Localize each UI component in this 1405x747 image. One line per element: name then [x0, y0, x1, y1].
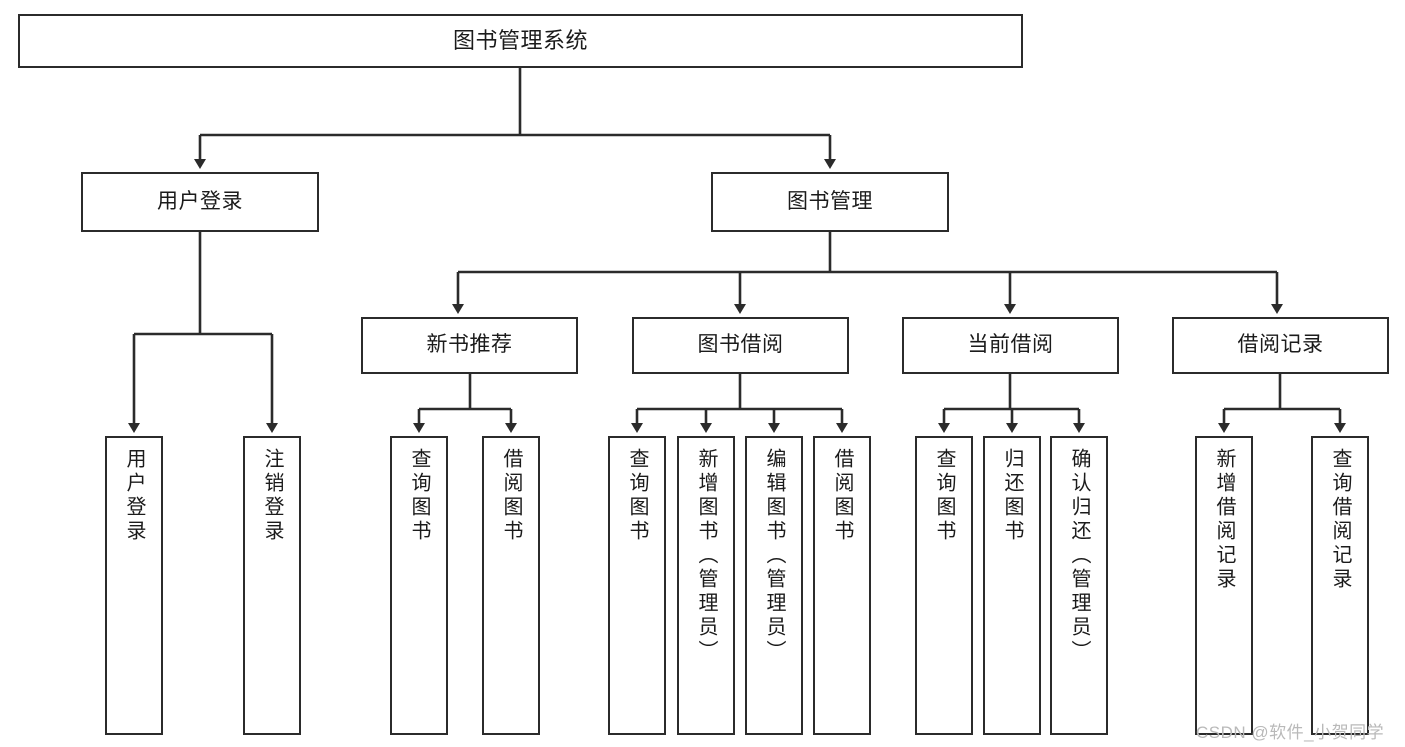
node-leaf-add-borrow-record[interactable]: 新增借阅记录 [1195, 436, 1253, 735]
node-book-manage-label: 图书管理 [787, 189, 873, 213]
node-leaf-add-book-admin-label: 新增图书（管理员） [695, 448, 717, 664]
node-borrow-record-label: 借阅记录 [1237, 333, 1324, 357]
node-leaf-borrow-book-2-label: 借阅图书 [831, 448, 853, 544]
node-user-login-label: 用户登录 [157, 189, 243, 213]
node-current-borrow[interactable]: 当前借阅 [902, 317, 1119, 374]
node-leaf-edit-book-admin-label: 编辑图书（管理员） [763, 448, 785, 664]
node-borrow-record[interactable]: 借阅记录 [1172, 317, 1389, 374]
node-leaf-user-login-label: 用户登录 [123, 448, 145, 544]
node-leaf-query-book-2[interactable]: 查询图书 [608, 436, 666, 735]
node-root-label: 图书管理系统 [452, 28, 588, 54]
node-leaf-query-book-3-label: 查询图书 [933, 448, 955, 544]
node-current-borrow-label: 当前借阅 [967, 333, 1054, 357]
node-leaf-logout-login-label: 注销登录 [261, 448, 283, 544]
node-leaf-query-book-3[interactable]: 查询图书 [915, 436, 973, 735]
node-root[interactable]: 图书管理系统 [18, 14, 1023, 68]
node-leaf-query-book-1[interactable]: 查询图书 [390, 436, 448, 735]
node-leaf-return-book[interactable]: 归还图书 [983, 436, 1041, 735]
node-leaf-edit-book-admin[interactable]: 编辑图书（管理员） [745, 436, 803, 735]
node-leaf-borrow-book-1[interactable]: 借阅图书 [482, 436, 540, 735]
node-leaf-user-login[interactable]: 用户登录 [105, 436, 163, 735]
node-new-book-recommend-label: 新书推荐 [426, 333, 513, 357]
node-leaf-query-borrow-record-label: 查询借阅记录 [1329, 448, 1351, 592]
node-leaf-borrow-book-1-label: 借阅图书 [500, 448, 522, 544]
node-leaf-query-book-1-label: 查询图书 [408, 448, 430, 544]
node-leaf-query-borrow-record[interactable]: 查询借阅记录 [1311, 436, 1369, 735]
node-book-manage[interactable]: 图书管理 [711, 172, 949, 232]
node-book-borrow[interactable]: 图书借阅 [632, 317, 849, 374]
node-new-book-recommend[interactable]: 新书推荐 [361, 317, 578, 374]
node-leaf-confirm-return-admin[interactable]: 确认归还（管理员） [1050, 436, 1108, 735]
node-leaf-logout-login[interactable]: 注销登录 [243, 436, 301, 735]
node-leaf-borrow-book-2[interactable]: 借阅图书 [813, 436, 871, 735]
node-leaf-add-borrow-record-label: 新增借阅记录 [1213, 448, 1235, 592]
node-leaf-query-book-2-label: 查询图书 [626, 448, 648, 544]
node-leaf-confirm-return-admin-label: 确认归还（管理员） [1068, 448, 1090, 664]
csdn-watermark: CSDN @软件_小贺同学 [1196, 723, 1385, 742]
node-leaf-return-book-label: 归还图书 [1001, 448, 1023, 544]
node-book-borrow-label: 图书借阅 [697, 333, 784, 357]
node-leaf-add-book-admin[interactable]: 新增图书（管理员） [677, 436, 735, 735]
node-user-login[interactable]: 用户登录 [81, 172, 319, 232]
